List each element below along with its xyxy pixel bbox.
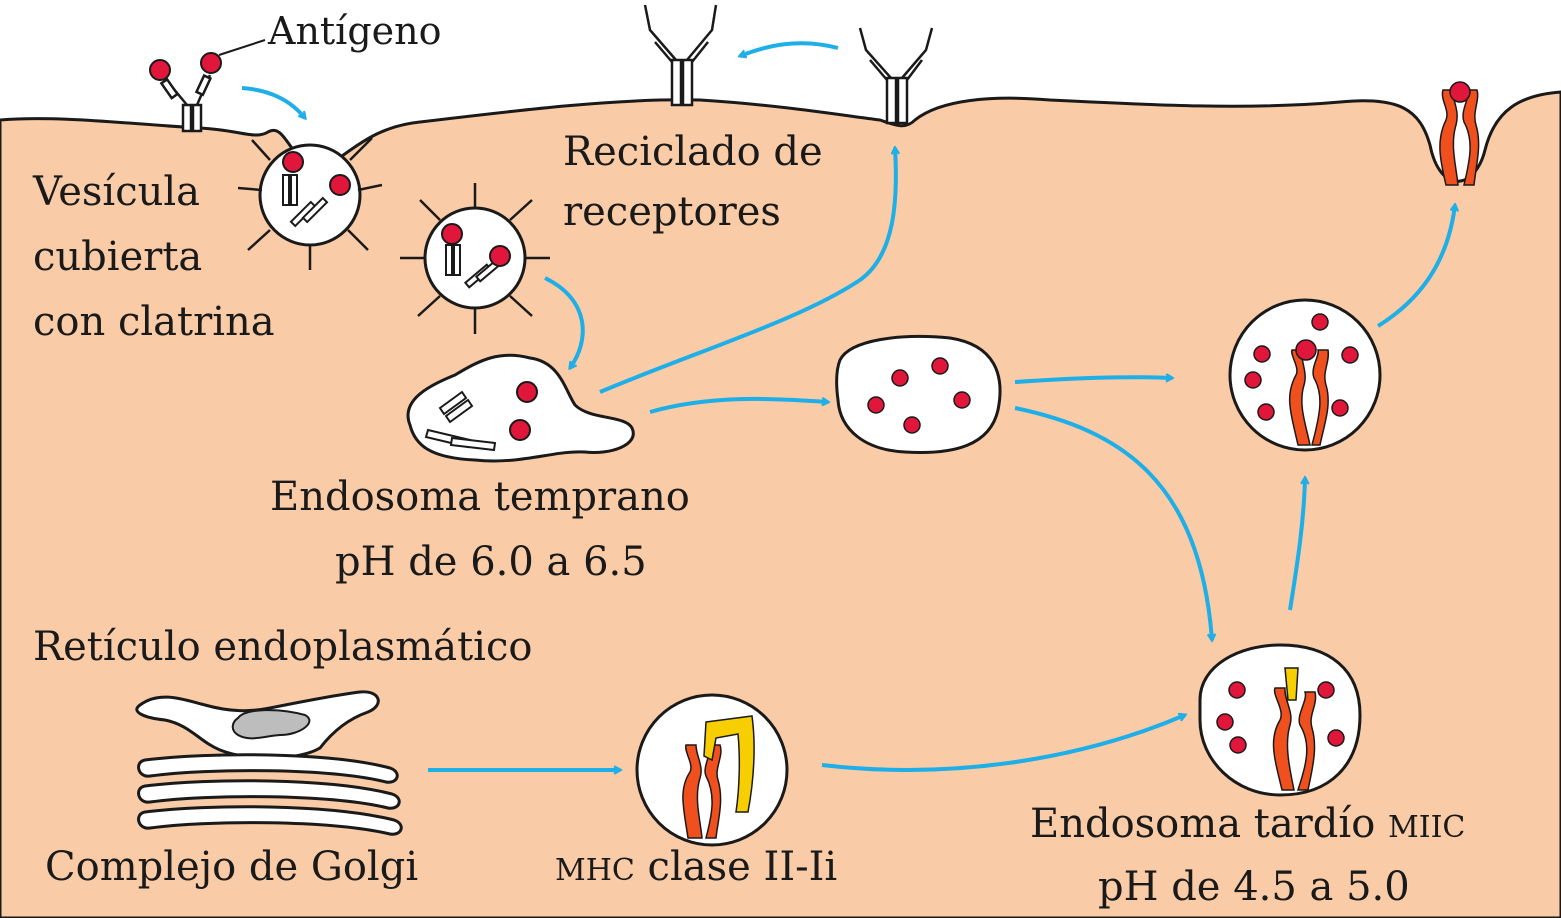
recycling-label-2: receptores (563, 189, 781, 235)
antigen-dot (201, 53, 221, 73)
coated-vesicle-label-3: con clatrina (33, 299, 275, 345)
golgi-complex (139, 755, 402, 834)
er-label: Retículo endoplasmático (33, 624, 532, 670)
coated-vesicle-label-2: cubierta (33, 234, 202, 280)
late-endosome-ph-label: pH de 4.5 a 5.0 (1098, 864, 1410, 910)
peptide-loaded-vesicle (1230, 300, 1380, 450)
early-endosome-ph-label: pH de 6.0 a 6.5 (335, 539, 647, 585)
intermediate-endosome (837, 336, 1000, 452)
arrow-antigen-to-vesicle (242, 88, 305, 118)
arrow-recycle-receptor (740, 43, 838, 56)
late-endosome-miic (1200, 645, 1360, 795)
recycling-label-1: Reciclado de (563, 129, 823, 175)
late-endosome-name: Endosoma tardío (1030, 801, 1388, 847)
recycled-receptor-right (860, 28, 932, 123)
golgi-label: Complejo de Golgi (45, 844, 418, 890)
mhc-abbrev: MHC (555, 853, 635, 888)
antigen-dot (150, 60, 170, 80)
coated-vesicle-label-1: Vesícula (32, 169, 200, 215)
antigen-leader-line (219, 40, 265, 55)
recycled-receptor-left (645, 5, 716, 105)
mhc-class-text: clase II-Ii (635, 844, 837, 890)
surface-mhc-peptide (1440, 82, 1479, 185)
miic-abbrev: MIIC (1388, 810, 1465, 845)
antigen-label: Antígeno (267, 9, 442, 53)
surface-receptor-with-antigen (161, 75, 210, 131)
early-endosome-label: Endosoma temprano (270, 474, 690, 520)
mhc-ii-ii-vesicle (637, 695, 787, 845)
